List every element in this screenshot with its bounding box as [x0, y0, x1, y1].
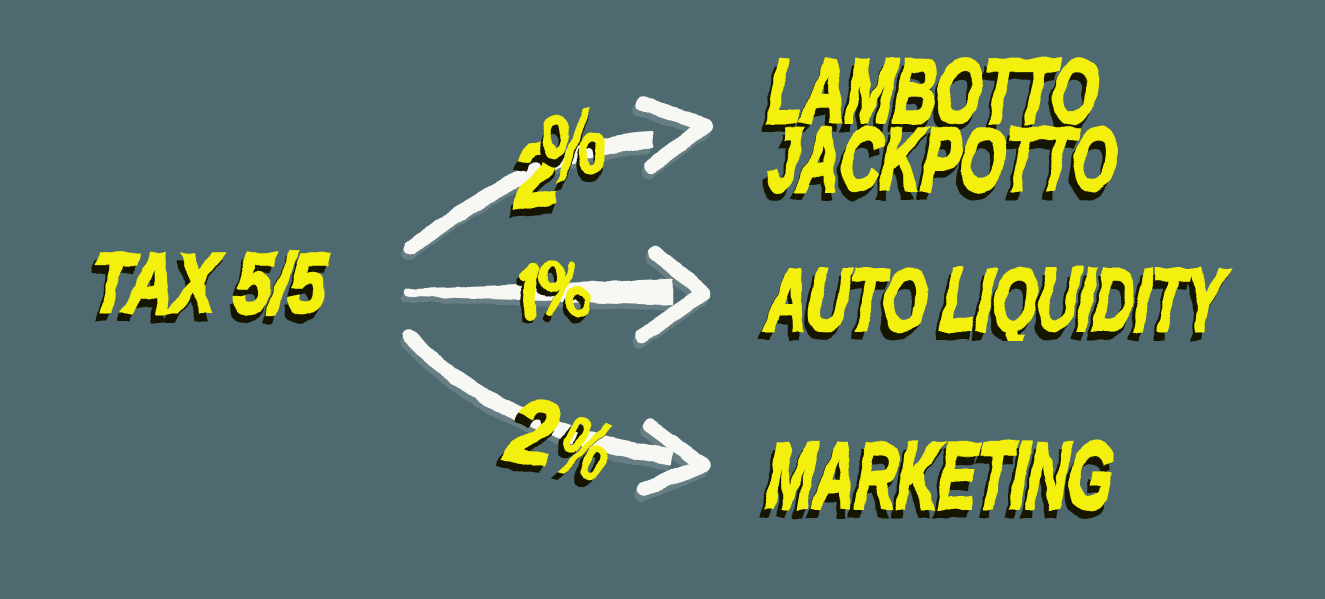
svg-text:JACKPOTTO: JACKPOTTO — [761, 117, 1116, 217]
svg-text:TAX 5/5: TAX 5/5 — [84, 244, 327, 338]
svg-text:LAMBOTTO: LAMBOTTO — [765, 41, 1101, 142]
svg-text:MARKETING: MARKETING — [760, 430, 1113, 536]
svg-text:AUTO LIQUIDITY: AUTO LIQUIDITY — [762, 251, 1231, 349]
svg-text:LAMBOTTO: LAMBOTTO — [761, 49, 1097, 150]
svg-text:MARKETING: MARKETING — [764, 422, 1117, 528]
svg-text:AUTO LIQUIDITY: AUTO LIQUIDITY — [758, 259, 1227, 357]
svg-text:2: 2 — [507, 123, 562, 228]
svg-text:JACKPOTTO: JACKPOTTO — [765, 109, 1120, 209]
svg-text:2: 2 — [504, 131, 559, 236]
svg-text:TAX 5/5: TAX 5/5 — [88, 236, 331, 330]
